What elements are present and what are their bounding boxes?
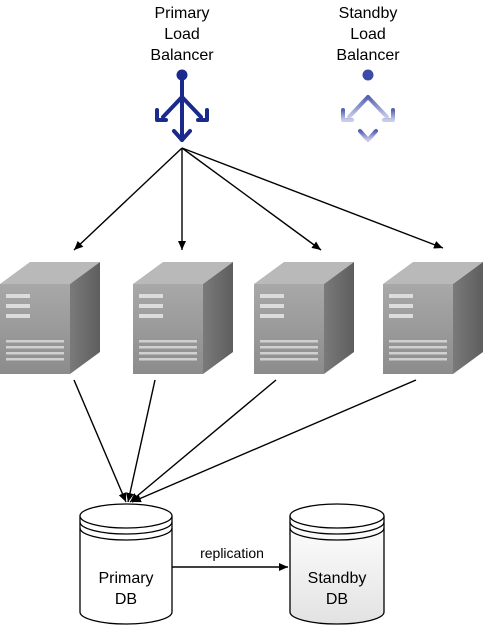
arrow-server-2-to-primary-db xyxy=(126,379,156,503)
server-icon xyxy=(383,262,483,374)
primary-lb-label-line-2: Load xyxy=(164,26,200,43)
standby-load-balancer-icon xyxy=(341,69,395,142)
server-icon xyxy=(254,262,354,374)
primary-db-label-line-1: Primary xyxy=(98,570,153,587)
primary-db-label-line-2: DB xyxy=(115,591,137,608)
arrow-server-4-to-primary-db xyxy=(131,379,417,503)
standby-lb-label-line-3: Balancer xyxy=(336,47,400,64)
primary-lb-label-line-1: Primary xyxy=(154,5,209,22)
primary-lb-label-line-3: Balancer xyxy=(150,47,214,64)
primary-load-balancer-icon xyxy=(155,69,209,142)
replication-connector: replication xyxy=(172,545,288,571)
arrow-lb-to-server-1 xyxy=(73,147,183,251)
standby-db-label-line-2: DB xyxy=(326,591,348,608)
arrow-server-3-to-primary-db xyxy=(129,379,277,503)
database-icon xyxy=(289,503,385,625)
replication-label: replication xyxy=(200,545,264,561)
arrow-lb-to-server-3 xyxy=(181,147,322,251)
primary-db: Primary DB xyxy=(79,503,173,625)
primary-load-balancer-label: Primary Load Balancer xyxy=(150,5,214,64)
lb-to-server-arrows xyxy=(73,147,444,251)
standby-db: Standby DB xyxy=(289,503,385,625)
server-to-db-arrows xyxy=(73,379,417,503)
arrow-lb-to-server-4 xyxy=(181,147,444,249)
standby-lb-label-line-1: Standby xyxy=(339,5,398,22)
standby-load-balancer-label: Standby Load Balancer xyxy=(336,5,400,64)
server-icon xyxy=(133,262,233,374)
arrow-server-1-to-primary-db xyxy=(73,379,127,503)
standby-lb-label-line-2: Load xyxy=(350,26,386,43)
standby-db-label-line-1: Standby xyxy=(308,570,367,587)
server-icon xyxy=(0,262,100,374)
database-icon xyxy=(79,503,173,625)
